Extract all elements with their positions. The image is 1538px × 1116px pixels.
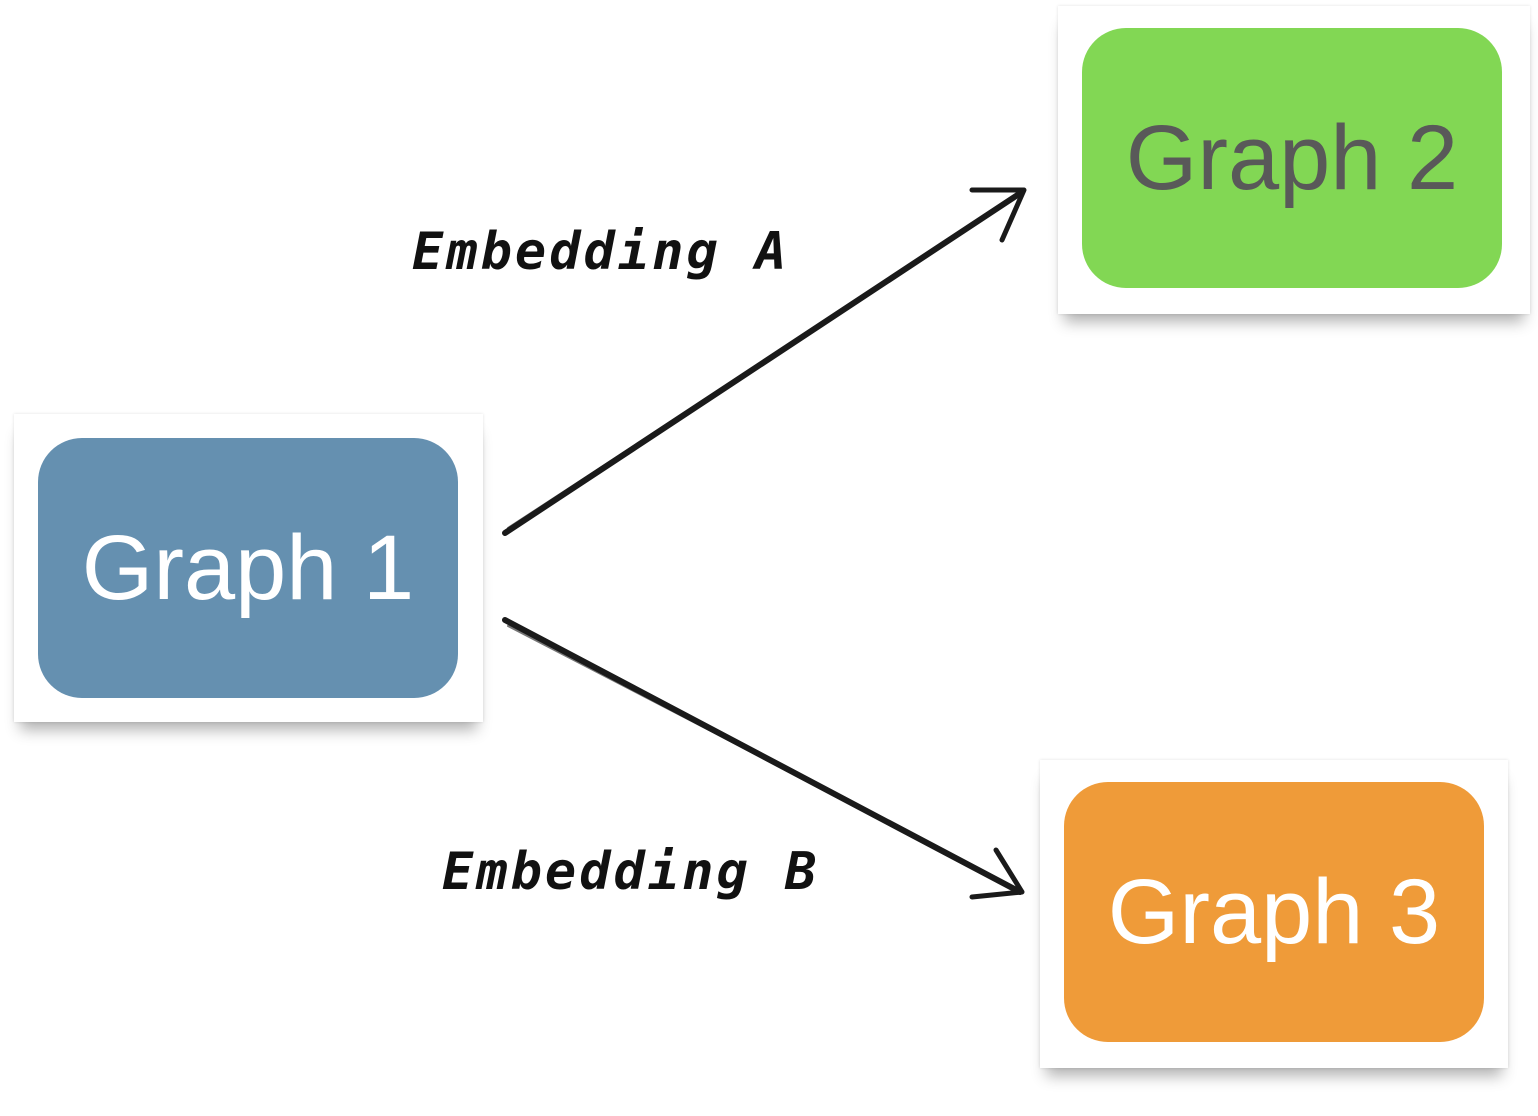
graph-1-label: Graph 1 — [81, 517, 415, 619]
graph-3-card: Graph 3 — [1040, 760, 1508, 1068]
graph-3-label: Graph 3 — [1107, 861, 1441, 963]
graph-2-node: Graph 2 — [1082, 28, 1502, 288]
graph-2-label: Graph 2 — [1125, 107, 1459, 209]
embedding-b-label: Embedding B — [442, 842, 820, 902]
graph-3-node: Graph 3 — [1064, 782, 1484, 1042]
arrow-shaft-b-sketch — [507, 625, 1017, 890]
edge-embedding-b — [502, 617, 1025, 900]
arrowhead-b — [969, 847, 1025, 900]
arrowhead-a — [969, 187, 1027, 243]
arrow-shaft-a-sketch — [507, 194, 1019, 529]
graph-2-card: Graph 2 — [1058, 6, 1530, 314]
graph-1-card: Graph 1 — [14, 414, 483, 722]
graph-1-node: Graph 1 — [38, 438, 458, 698]
embedding-a-label: Embedding A — [412, 222, 790, 282]
edge-embedding-a — [502, 187, 1027, 536]
